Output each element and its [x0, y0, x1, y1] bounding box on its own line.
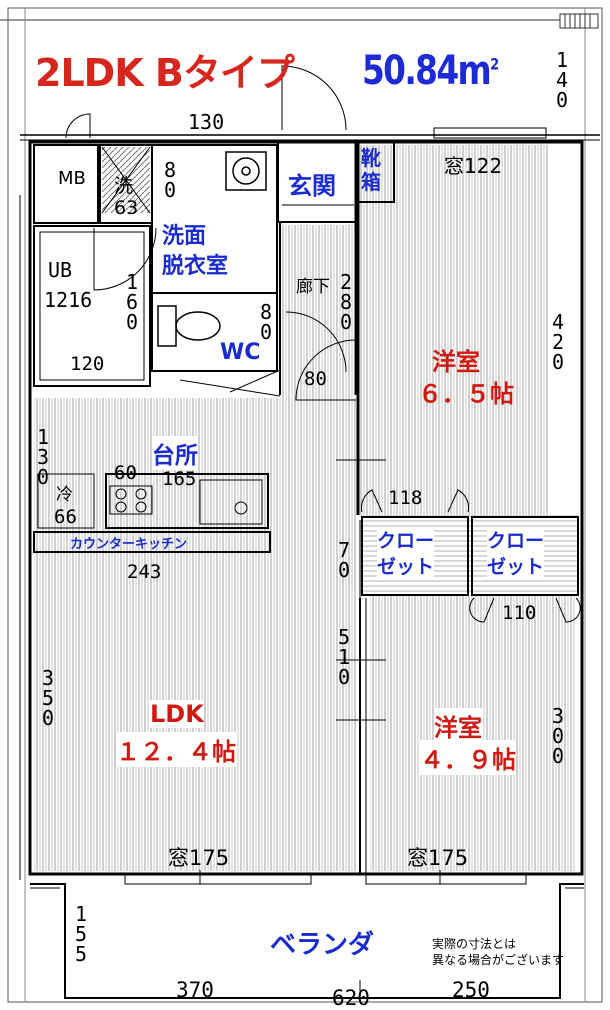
dim-closet-118: 118: [388, 487, 423, 509]
entrance-label: 玄関: [288, 166, 336, 201]
dim-right-300: 300: [551, 704, 565, 768]
plan-title: 2LDK Bタイプ: [35, 51, 295, 95]
dim-ub-120: 120: [70, 353, 105, 375]
ldk-size: １２．４帖: [116, 732, 236, 767]
area-number: 50.84m: [362, 48, 492, 94]
kitchen-label: 台所: [152, 436, 198, 470]
washroom-label-line2: 脱衣室: [162, 254, 229, 279]
dim-mid-70: 70: [337, 538, 351, 582]
dim-west-420: 420: [551, 310, 565, 374]
closet-2-label: クロー ゼット: [487, 528, 545, 580]
dim-wash-80: 80: [163, 158, 177, 202]
washroom-label-line1: 洗面: [162, 224, 207, 249]
area-unit-sup: 2: [490, 54, 499, 74]
dim-bottom-620: 620: [332, 986, 370, 1010]
dim-top-130: 130: [188, 110, 225, 134]
western-room-1-label: 洋室: [432, 348, 480, 376]
dim-kitchen-165: 165: [162, 468, 197, 490]
ldk-label: LDK: [150, 700, 204, 728]
washroom-label: 洗面 脱衣室: [162, 222, 228, 282]
dim-left-350: 350: [41, 666, 55, 730]
dim-mid-510: 510: [337, 625, 351, 689]
western-room-2-label: 洋室: [434, 708, 482, 743]
area-value: 50.84m2: [362, 48, 499, 94]
dim-bottom-370: 370: [176, 978, 214, 1002]
dim-fridge-66: 66: [54, 506, 77, 528]
dim-window-122: 窓122: [444, 154, 503, 178]
corridor-label: 廊下: [296, 277, 330, 297]
disclaimer-note: 実際の寸法とは 異なる場合がございます: [432, 936, 564, 968]
disclaimer-line2: 異なる場合がございます: [432, 953, 565, 967]
disclaimer-line1: 実際の寸法とは: [432, 937, 517, 951]
ub-size: 1216: [44, 288, 93, 312]
dim-wash-63: 洗63: [114, 175, 139, 219]
mb-label: MB: [58, 168, 86, 189]
western-room-1-size: ６．５帖: [418, 380, 514, 408]
dim-right-140: 140: [555, 48, 569, 112]
closet-1-line2: ゼット: [377, 556, 435, 578]
dim-bottom-250: 250: [452, 978, 490, 1002]
veranda-label: ベランダ: [270, 930, 375, 960]
wc-label: WC: [220, 340, 261, 365]
dim-corridor-280: 280: [339, 270, 353, 334]
dim-left-130: 130: [36, 425, 50, 489]
closet-1-label: クロー ゼット: [377, 528, 435, 580]
dim-corridor-80: 80: [304, 368, 327, 390]
dim-wc-80: 80: [259, 300, 273, 344]
dim-window-175-left: 窓175: [168, 846, 230, 870]
dim-ub-160: 160: [125, 270, 139, 334]
fridge-label: 冷: [56, 485, 73, 505]
dim-closet-110: 110: [502, 602, 537, 624]
ub-label: UB: [48, 258, 73, 282]
dim-window-175-right: 窓175: [407, 846, 469, 870]
western-room-2-size: ４．９帖: [420, 740, 516, 775]
closet-2-line2: ゼット: [487, 556, 545, 578]
closet-1-line1: クロー: [377, 530, 435, 552]
dim-veranda-155: 155: [74, 902, 88, 966]
closet-2-line1: クロー: [487, 530, 545, 552]
shoe-box-label: 靴箱: [361, 146, 381, 194]
dim-kitchen-60: 60: [114, 462, 137, 484]
dim-ldk-243: 243: [127, 561, 162, 583]
counter-kitchen-label: カウンターキッチン: [70, 537, 188, 552]
